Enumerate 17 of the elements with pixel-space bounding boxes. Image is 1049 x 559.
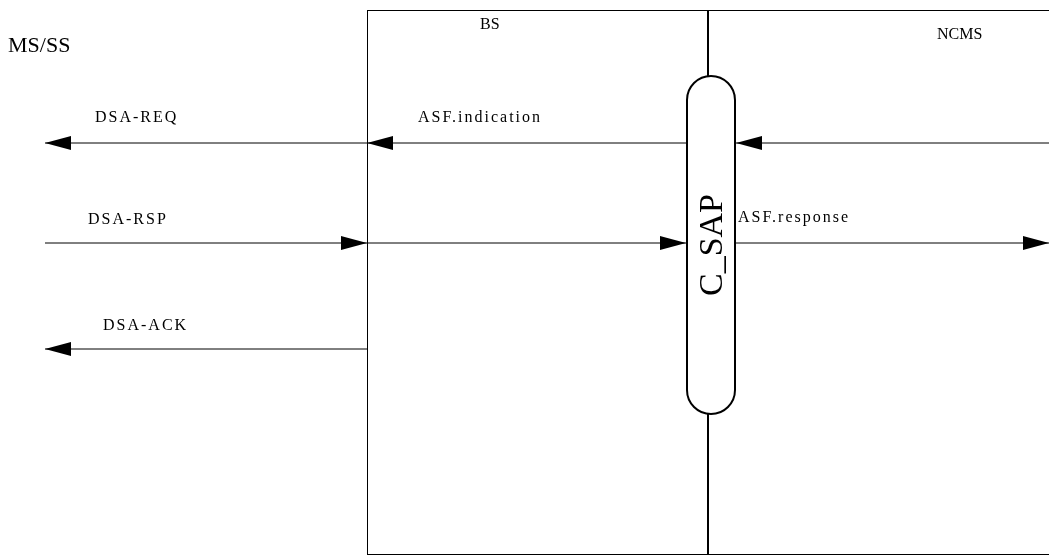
- entity-title: BS: [480, 15, 500, 33]
- sap-label: C_SAP: [692, 193, 730, 297]
- edge-label: ASF.response: [738, 208, 851, 226]
- entity-label: MS/SS: [8, 32, 71, 58]
- arrow: [366, 136, 687, 150]
- arrow: [44, 136, 368, 150]
- arrow: [44, 236, 368, 250]
- edge-label: ASF.indication: [418, 108, 543, 126]
- edge-label: DSA-RSP: [88, 210, 168, 228]
- arrow: [735, 136, 1049, 150]
- arrow: [735, 236, 1049, 250]
- entity-title: NCMS: [937, 25, 983, 43]
- arrow: [366, 236, 687, 250]
- arrow: [44, 342, 368, 356]
- edge-label: DSA-REQ: [95, 108, 179, 126]
- edge-label: DSA-ACK: [103, 316, 189, 334]
- sap-pill: [686, 75, 736, 415]
